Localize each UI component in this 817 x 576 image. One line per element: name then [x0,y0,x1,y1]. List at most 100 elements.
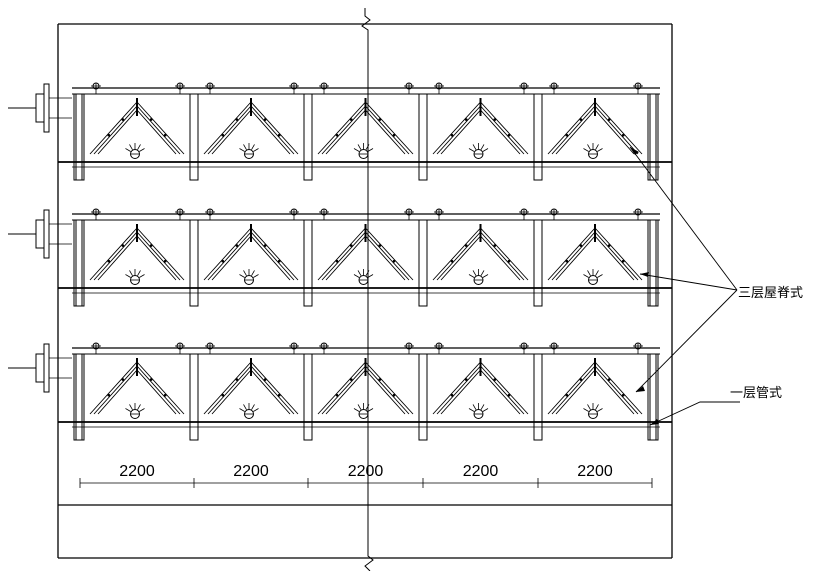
nozzle-spray [595,144,599,150]
ridge-marker [221,133,225,137]
nozzle-spray [251,144,255,150]
nozzle-spray [243,404,247,410]
ridge-marker [579,244,583,247]
ridge-marker [335,259,339,263]
nozzle-spray [468,274,475,278]
nozzle-spray [243,144,247,150]
nozzle-spray [587,404,591,410]
inlet-plate [43,83,50,133]
nozzle-spray [367,274,374,278]
nozzle-spray [125,148,131,152]
nozzle-spray [587,270,591,276]
dimension-label: 2200 [577,463,613,480]
nozzle-spray [253,408,259,412]
valve-icon [549,342,559,354]
nozzle [244,409,254,419]
ridge-marker [163,393,167,397]
end-post [649,353,659,441]
nozzle-spray [243,270,247,276]
valve-icon [319,208,329,220]
bay-3 [303,208,428,307]
ridge-marker [565,259,569,263]
ridge-marker [263,118,267,121]
bay-5 [533,208,657,307]
valve-icon [319,342,329,354]
valve-icon [289,342,299,354]
ridge-marker [121,118,125,121]
ridge-marker [235,378,239,381]
tier-3 [8,342,672,441]
ridge-marker [493,244,497,247]
bay-1 [75,82,199,181]
nozzle-spray [472,144,477,150]
tiers-group [8,82,672,441]
ridge-marker [392,259,396,263]
valve-icon [205,208,215,220]
nozzle [130,275,140,285]
bay-4 [418,342,543,441]
start-post [73,93,83,181]
valve-icon [91,342,101,354]
nozzle [588,149,598,159]
nozzle-spray [472,404,477,410]
ridge-marker [378,118,382,121]
support-post [418,219,428,307]
nozzle-spray [137,404,141,410]
ridge-marker [607,118,611,121]
nozzle-spray [482,274,489,278]
inlet-header [8,83,72,133]
bay-4 [418,208,543,307]
ridge-marker [277,393,281,397]
nozzle [588,409,598,419]
nozzle-spray [129,144,133,150]
ridge-marker [277,259,281,263]
support-post [189,93,199,181]
ridge-marker [450,259,454,263]
valve-icon [404,342,414,354]
ridge-marker [493,378,497,381]
ridge-marker [235,244,239,247]
nozzle-spray [353,408,360,412]
support-post [418,353,428,441]
ridge-marker [378,244,382,247]
nozzle-spray [357,270,362,276]
valve-icon [519,82,529,94]
valve-icon [205,342,215,354]
ridge-marker [607,244,611,247]
nozzle-spray [129,270,133,276]
bay-2 [189,208,313,307]
ridge-marker [107,393,111,397]
ridge-marker [507,259,511,263]
nozzle [244,275,254,285]
nozzle-spray [583,148,589,152]
nozzle [473,275,484,285]
ridge-marker [121,244,125,247]
nozzle-spray [583,274,589,278]
nozzle-spray [472,270,477,276]
nozzle-spray [139,408,145,412]
nozzle-spray [251,404,255,410]
ridge-marker [621,393,625,397]
nozzle-spray [353,274,360,278]
valve-icon [434,342,444,354]
arrowhead-middle [640,272,649,277]
valve-icon [175,342,185,354]
nozzle-spray [129,404,133,410]
nozzle [358,409,369,419]
ridge-marker [378,378,382,381]
valve-icon [549,208,559,220]
nozzle [244,149,254,159]
bay-1 [75,342,199,441]
support-post [303,93,313,181]
ridge-marker [349,244,353,247]
leader-line-to-middle-ridge [639,273,738,291]
ridge-marker [621,259,625,263]
inlet-flange [35,353,45,383]
nozzle [473,409,484,419]
bay-1 [75,208,199,307]
nozzle-spray [583,408,589,412]
ridge-marker [507,133,511,137]
valve-icon [175,208,185,220]
valve-icon [175,82,185,94]
